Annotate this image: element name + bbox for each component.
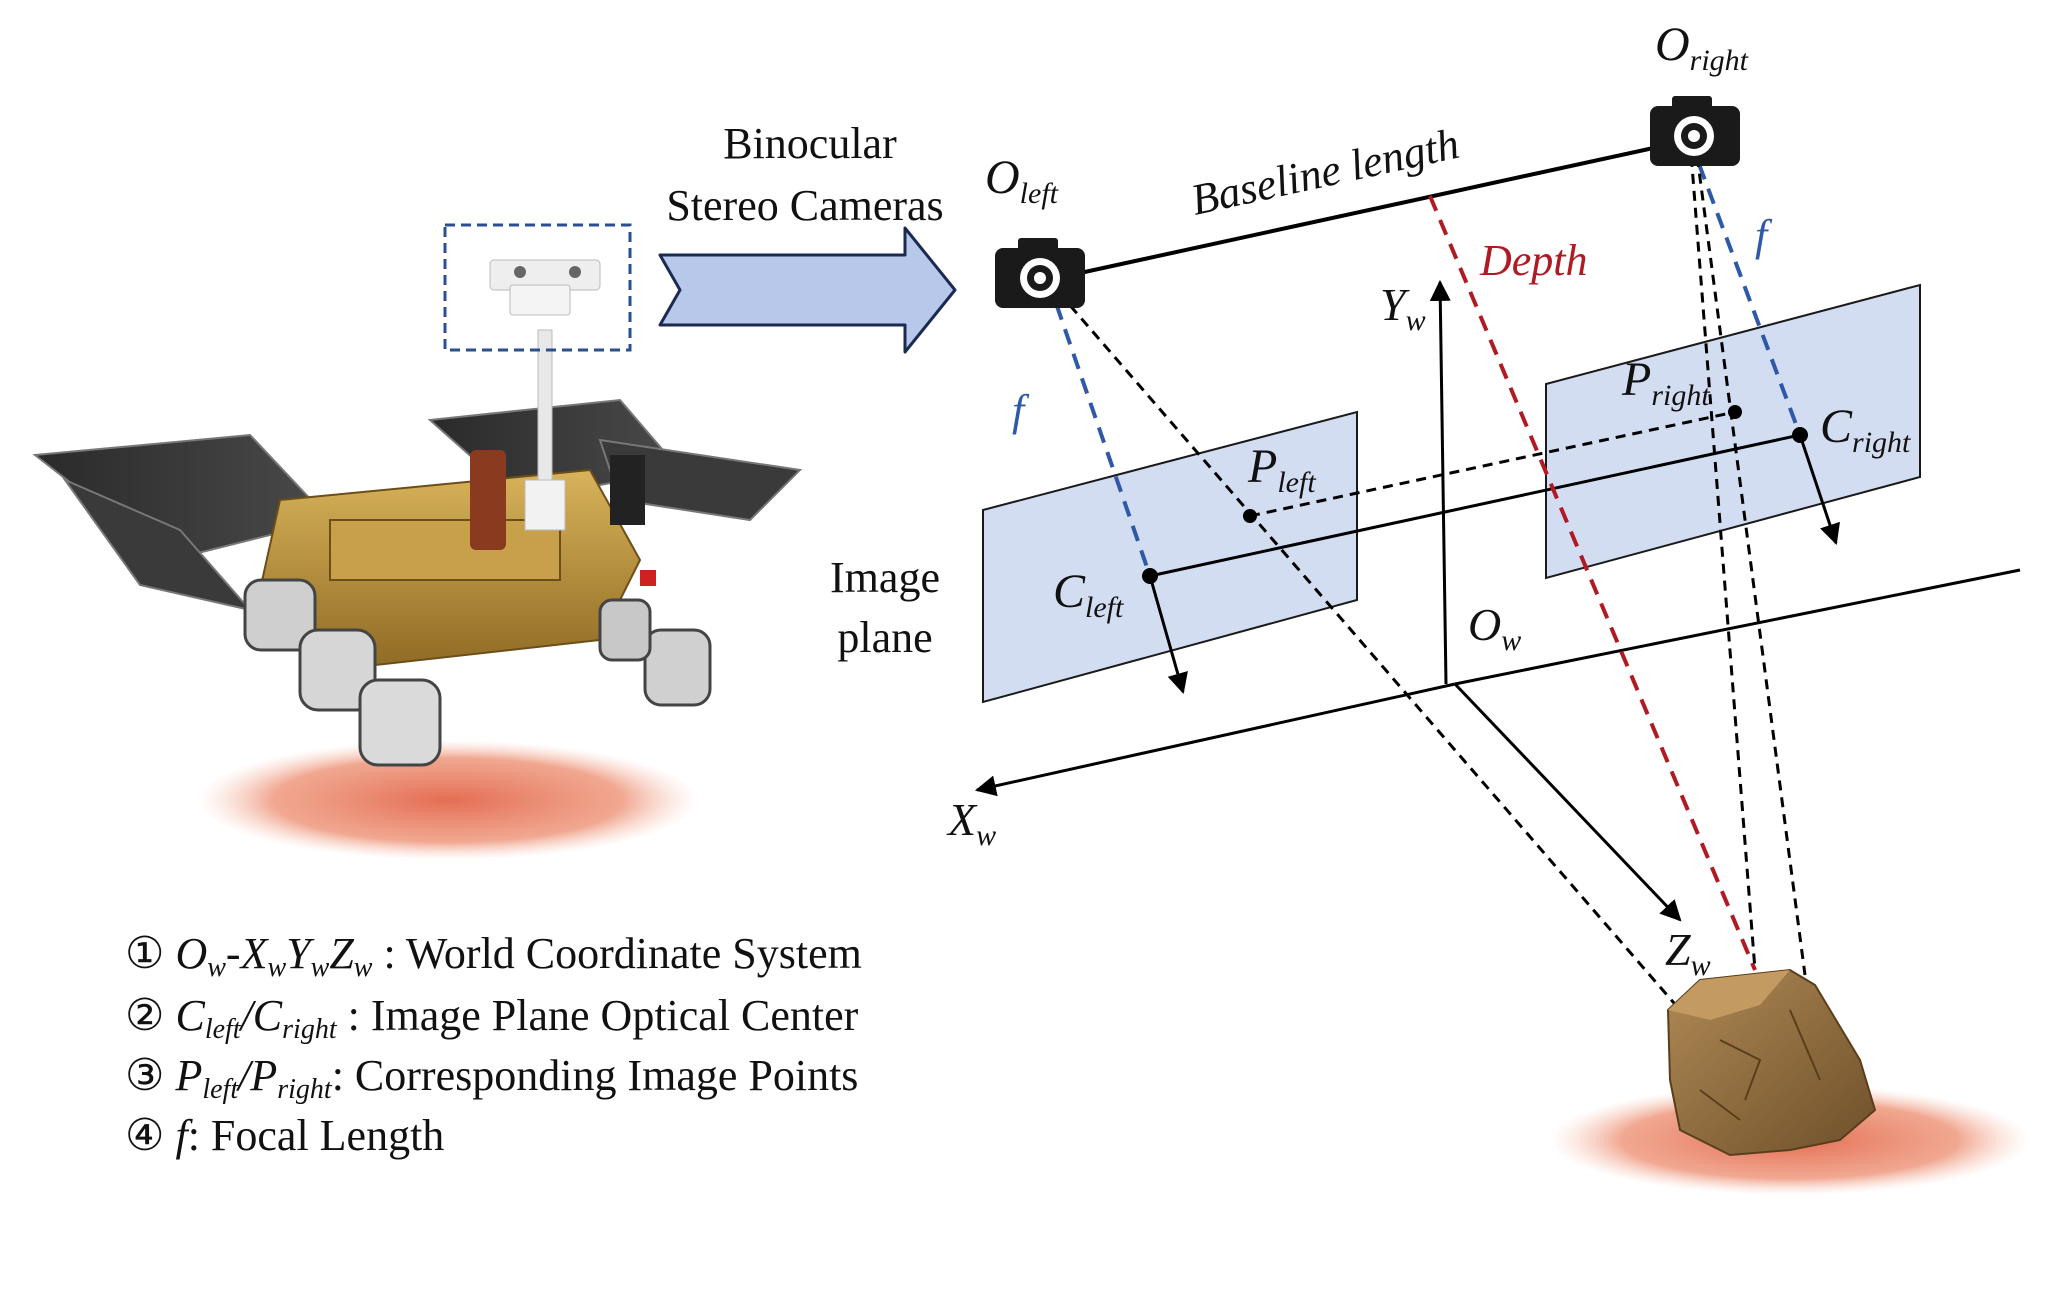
rock-image [1666, 968, 1877, 1157]
point-p-left [1243, 509, 1257, 523]
baseline-line [1047, 138, 1691, 282]
ray-right-inner [1688, 139, 1757, 971]
point-p-right [1728, 405, 1742, 419]
label-p-right: Pright [1621, 353, 1710, 412]
baseline-label: Baseline length [1187, 119, 1464, 225]
normal-arrow-left [1148, 575, 1188, 695]
corresponding-points-line [1249, 410, 1736, 518]
label-p-left: Pleft [1247, 440, 1316, 499]
rover-mast-box [524, 479, 566, 531]
rover-deck [329, 519, 561, 581]
image-plane-left [982, 410, 1358, 704]
rover-image [32, 259, 803, 860]
world-axis-x [974, 682, 1456, 797]
legend-item-3: ③ Pleft/Pright: Corresponding Image Poin… [125, 1051, 858, 1105]
image-plane-label-line2: plane [837, 613, 932, 662]
label-z-w: Zw [1665, 924, 1711, 982]
block-arrow [658, 226, 957, 354]
label-c-right: Cright [1820, 400, 1911, 459]
focal-line-right [1688, 139, 1802, 436]
optical-axis-line [1149, 433, 1801, 578]
legend-item-2: ② Cleft/Cright : Image Plane Optical Cen… [125, 991, 859, 1045]
camera-icon [995, 238, 1085, 308]
arrow-caption-line2: Stereo Cameras [666, 181, 943, 230]
label-o-w: Ow [1468, 599, 1521, 657]
label-o-right: Oright [1655, 18, 1749, 77]
ray-left [1046, 279, 1682, 1011]
legend-item-1: ① Ow-XwYwZw : World Coordinate System [125, 929, 862, 983]
focal-line-left [1046, 279, 1152, 577]
depth-label: Depth [1479, 236, 1588, 285]
world-axis-ground [1454, 568, 2021, 686]
world-axis-y [1429, 279, 1451, 685]
rover-antenna-cylinder [470, 450, 506, 550]
focal-label-right: f [1755, 211, 1773, 260]
label-c-left: Cleft [1053, 565, 1124, 624]
camera-highlight-box [443, 223, 632, 352]
image-plane-label-line1: Image [830, 553, 940, 602]
rover-side-module [610, 455, 645, 525]
normal-arrow-right [1798, 434, 1840, 545]
legend-item-4: ④ f: Focal Length [125, 1111, 444, 1160]
rover-camera-head [489, 259, 601, 316]
world-axis-z [1453, 682, 1682, 922]
rover-shadow [198, 740, 698, 860]
ray-right-outer [1693, 139, 1807, 976]
point-c-right [1792, 427, 1808, 443]
camera-icon [1650, 96, 1740, 166]
label-o-left: Oleft [985, 151, 1059, 210]
rover-flag [640, 570, 656, 586]
point-c-left [1142, 568, 1158, 584]
focal-label-left: f [1012, 386, 1030, 435]
arrow-caption-line1: Binocular [723, 119, 897, 168]
depth-line [1428, 195, 1757, 971]
label-x-w: Xw [946, 794, 996, 852]
legend: ① Ow-XwYwZw : World Coordinate System ② … [125, 929, 862, 1160]
label-y-w: Yw [1380, 279, 1426, 337]
rover-wheels [243, 578, 712, 767]
